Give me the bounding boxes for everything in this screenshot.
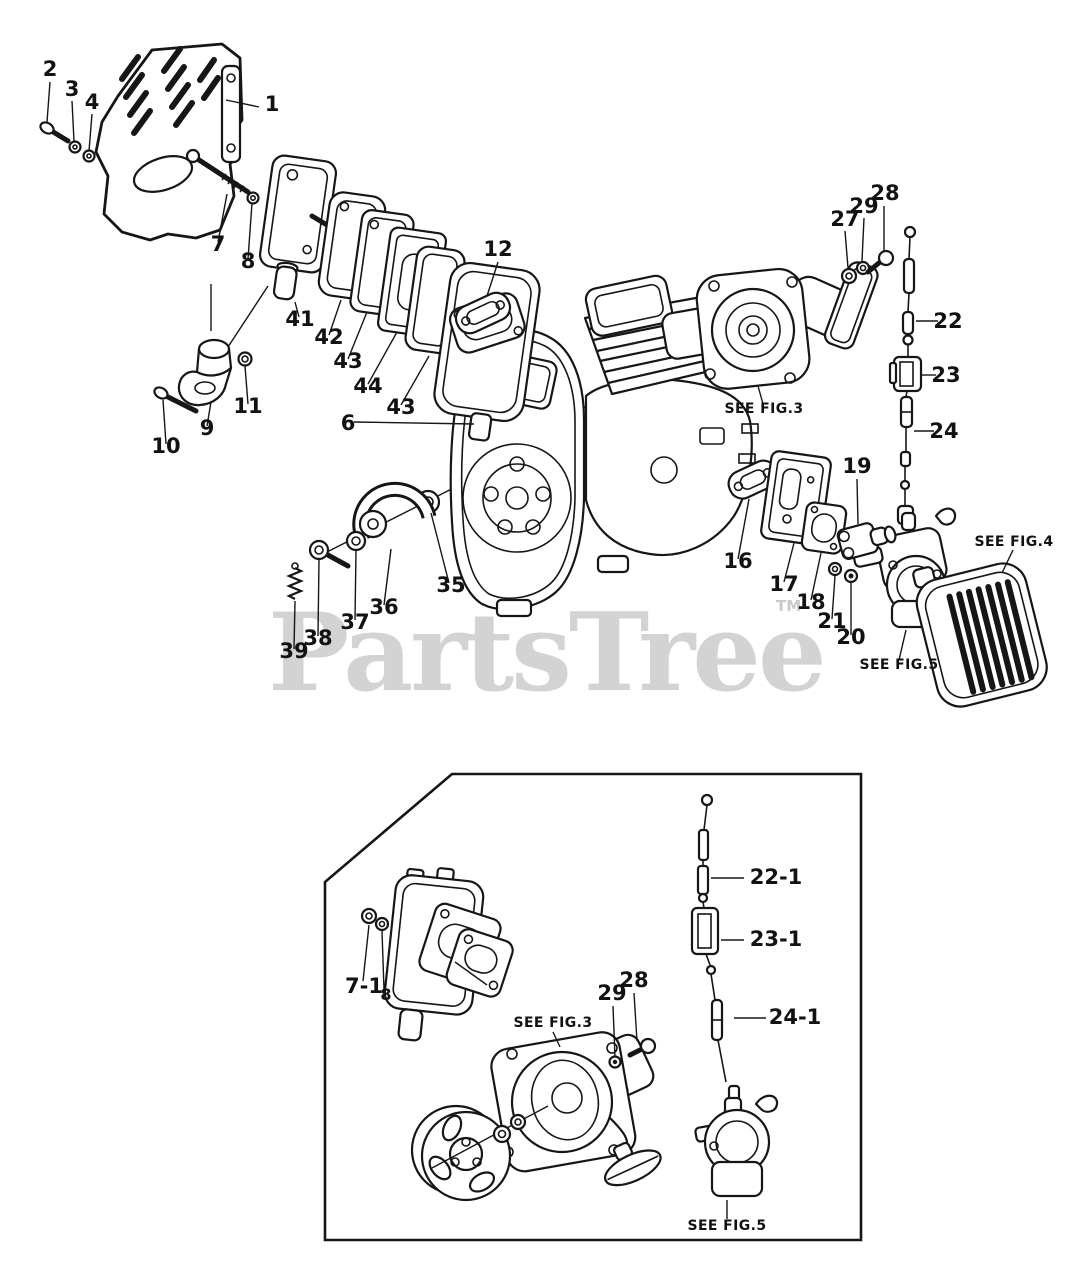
breather-elbow xyxy=(153,338,253,414)
callout-28: 28 xyxy=(870,181,899,205)
callout-17: 17 xyxy=(769,572,798,596)
callout-11: 11 xyxy=(233,394,262,418)
callout-23: 23 xyxy=(931,363,960,387)
callout-22: 22 xyxy=(933,309,962,333)
callout-35: 35 xyxy=(436,573,465,597)
inset-callout-24-1: 24-1 xyxy=(769,1005,822,1029)
callout-42: 42 xyxy=(314,325,343,349)
callout-12: 12 xyxy=(483,237,512,261)
inset-leader-lines xyxy=(362,877,766,1219)
callout-43b: 43 xyxy=(386,395,415,419)
throttle-cable xyxy=(888,225,923,526)
exhaust-gasket-12 xyxy=(454,291,512,335)
air-cleaner xyxy=(912,562,1048,708)
callout-41: 41 xyxy=(285,307,314,331)
cylinder-assembly xyxy=(94,42,244,242)
inset-throttle-cable xyxy=(690,793,727,1083)
callout-24: 24 xyxy=(929,419,958,443)
leader-lines xyxy=(46,81,1014,661)
housing-bolts xyxy=(840,249,895,285)
watermark: PartsTree TM xyxy=(268,590,827,716)
inset-clutch-drum xyxy=(410,1104,549,1202)
callout-7: 7 xyxy=(211,232,226,256)
callout-19: 19 xyxy=(842,454,871,478)
inset-callout-22-1: 22-1 xyxy=(750,865,803,889)
inset-starter-housing xyxy=(490,1031,662,1187)
ref-see-fig4: SEE FIG.4 xyxy=(974,534,1053,550)
callout-8: 8 xyxy=(241,249,256,273)
watermark-text: PartsTree xyxy=(268,590,824,716)
callout-18: 18 xyxy=(796,590,825,614)
callout-2: 2 xyxy=(43,57,58,81)
inset-ref-see-fig5: SEE FIG.5 xyxy=(687,1218,766,1234)
callout-21: 21 xyxy=(817,609,846,633)
choke-valve xyxy=(836,522,897,560)
main-callouts: 2 3 4 1 7 8 41 42 43 44 6 43 12 9 10 11 … xyxy=(43,57,963,663)
callout-44: 44 xyxy=(353,374,382,398)
inset-ref-see-fig3: SEE FIG.3 xyxy=(513,1015,592,1031)
callout-36: 36 xyxy=(369,595,398,619)
inset-muffler xyxy=(360,867,514,1042)
callout-29: 29 xyxy=(849,194,878,218)
inset-callout-7-1: 7-1 xyxy=(345,974,383,998)
inset-callout-28: 28 xyxy=(619,968,648,992)
intake-gaskets xyxy=(727,450,897,584)
callout-10: 10 xyxy=(151,434,180,458)
inset-callout-23-1: 23-1 xyxy=(750,927,803,951)
inset-carburetor xyxy=(694,1084,779,1198)
main-references: SEE FIG.3 SEE FIG.4 SEE FIG.5 xyxy=(724,401,1053,673)
callout-39: 39 xyxy=(279,639,308,663)
callout-1: 1 xyxy=(265,92,280,116)
mounting-screws xyxy=(39,121,96,163)
inset-callout-8: 8 xyxy=(380,985,391,1004)
ref-see-fig3: SEE FIG.3 xyxy=(724,401,803,417)
callout-27: 27 xyxy=(830,207,859,231)
clutch-parts xyxy=(286,481,441,600)
muffler-stack xyxy=(258,154,541,442)
watermark-tm: TM xyxy=(776,597,801,615)
inset-box: 7-1 8 28 29 22-1 23-1 24-1 SEE FIG.3 SEE… xyxy=(323,772,863,1242)
ref-see-fig5: SEE FIG.5 xyxy=(859,657,938,673)
callout-3: 3 xyxy=(65,77,80,101)
muffler-bolt xyxy=(185,148,260,205)
callout-37: 37 xyxy=(340,610,369,634)
callout-16: 16 xyxy=(723,549,752,573)
callout-43a: 43 xyxy=(333,349,362,373)
callout-38: 38 xyxy=(303,626,332,650)
callout-9: 9 xyxy=(200,416,215,440)
callout-4: 4 xyxy=(85,90,100,114)
inset-callout-29: 29 xyxy=(597,981,626,1005)
inset-callouts: 7-1 8 28 29 22-1 23-1 24-1 xyxy=(345,865,821,1029)
inset-references: SEE FIG.3 SEE FIG.5 xyxy=(513,1015,766,1234)
callout-20: 20 xyxy=(836,625,865,649)
callout-6: 6 xyxy=(341,411,356,435)
